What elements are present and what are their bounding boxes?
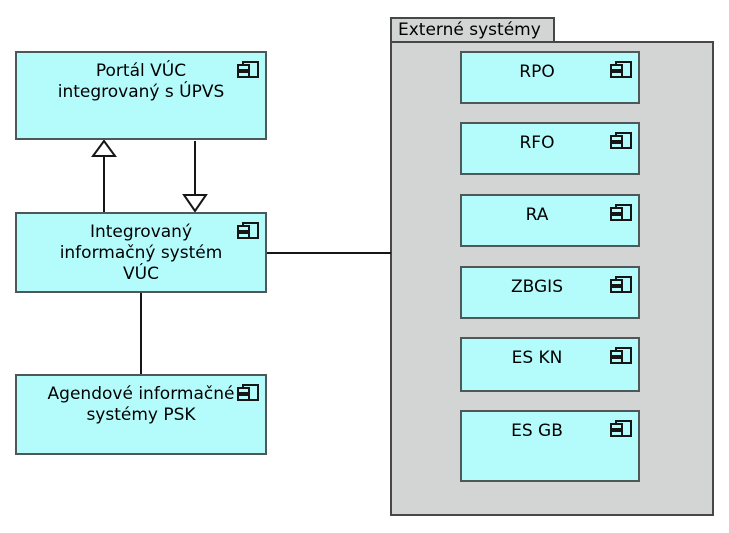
label-line: ZBGIS bbox=[511, 277, 563, 297]
uml-component-icon bbox=[610, 132, 632, 149]
component-portal-vuc: Portál VÚC integrovaný s ÚPVS bbox=[15, 51, 267, 140]
component-rpo-label: RPO bbox=[462, 53, 638, 83]
label-line: informačný systém bbox=[59, 243, 223, 263]
component-ra: RA bbox=[460, 194, 640, 247]
uml-component-icon bbox=[610, 276, 632, 293]
external-systems-group-label: Externé systémy bbox=[398, 20, 541, 40]
component-ais-psk: Agendové informačné systémy PSK bbox=[15, 374, 267, 455]
uml-component-icon bbox=[237, 222, 259, 239]
label-line: RPO bbox=[519, 62, 555, 82]
component-zbgis-label: ZBGIS bbox=[462, 268, 638, 298]
label-line: RFO bbox=[519, 133, 555, 153]
label-line: ES GB bbox=[511, 421, 563, 441]
component-ra-label: RA bbox=[462, 196, 638, 226]
label-line: ES KN bbox=[511, 348, 563, 368]
label-line: Agendové informačné bbox=[47, 384, 235, 404]
component-es-kn: ES KN bbox=[460, 337, 640, 392]
label-line: Portál VÚC bbox=[95, 61, 187, 81]
uml-component-icon bbox=[610, 420, 632, 437]
component-rfo: RFO bbox=[460, 122, 640, 175]
component-iis-vuc-label: Integrovaný informačný systém VÚC bbox=[17, 214, 265, 285]
uml-component-icon bbox=[610, 204, 632, 221]
component-rfo-label: RFO bbox=[462, 124, 638, 154]
label-line: integrovaný s ÚPVS bbox=[57, 82, 225, 102]
uml-component-icon bbox=[237, 384, 259, 401]
label-line: RA bbox=[525, 205, 549, 225]
hollow-triangle-up-arrowhead bbox=[91, 139, 117, 157]
component-ais-psk-label: Agendové informačné systémy PSK bbox=[17, 376, 265, 426]
component-es-gb: ES GB bbox=[460, 410, 640, 482]
hollow-triangle-down-arrowhead bbox=[182, 194, 208, 213]
component-portal-vuc-label: Portál VÚC integrovaný s ÚPVS bbox=[17, 53, 265, 103]
component-zbgis: ZBGIS bbox=[460, 266, 640, 319]
component-es-gb-label: ES GB bbox=[462, 412, 638, 442]
label-line: VÚC bbox=[123, 264, 159, 284]
component-es-kn-label: ES KN bbox=[462, 339, 638, 369]
uml-component-icon bbox=[610, 347, 632, 364]
label-line: Integrovaný bbox=[89, 222, 193, 242]
uml-component-icon bbox=[237, 61, 259, 78]
uml-component-icon bbox=[610, 61, 632, 78]
external-systems-group-tab: Externé systémy bbox=[390, 17, 555, 43]
component-rpo: RPO bbox=[460, 51, 640, 104]
component-iis-vuc: Integrovaný informačný systém VÚC bbox=[15, 212, 267, 293]
label-line: systémy PSK bbox=[86, 405, 196, 425]
